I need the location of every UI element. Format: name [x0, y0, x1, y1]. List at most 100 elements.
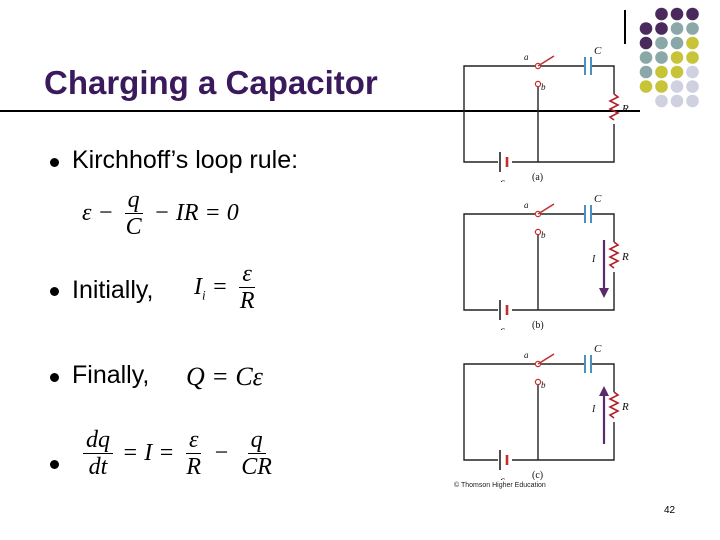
circuit-caption: (a) [532, 172, 543, 182]
decorative-dot [639, 65, 653, 79]
decorative-dot [686, 80, 699, 93]
wire [512, 124, 615, 163]
bullet-dot [50, 460, 59, 469]
decorative-dot [686, 7, 699, 21]
switch-label-a: a [524, 52, 529, 62]
wire [512, 422, 615, 461]
decorative-dot [655, 22, 668, 35]
decorative-dot [655, 65, 668, 79]
decorative-dot [670, 80, 684, 93]
wire [512, 272, 615, 311]
capacitor-label: C [594, 193, 602, 205]
switch-label-a: a [524, 200, 529, 210]
emf-label: ε [500, 473, 505, 480]
circuit-caption: (b) [532, 320, 544, 330]
eq-loop-lhs: ε − [82, 199, 120, 226]
switch-terminal-b [534, 228, 542, 236]
decorative-dot [655, 7, 668, 21]
switch-label-b: b [541, 82, 546, 92]
wire [463, 213, 535, 311]
capacitor-label: C [594, 45, 602, 57]
eq-init-eq: = [205, 273, 234, 300]
circuit-caption: (c) [532, 470, 543, 480]
copyright-notice: © Thomson Higher Education [454, 482, 546, 489]
eq-init-num: ε [239, 261, 255, 289]
resistor [608, 241, 620, 269]
decorative-dot [686, 94, 699, 108]
circuit-diagram-c: Ca bRε (c) I [463, 343, 629, 480]
bullet-loop-rule: Kirchhoff’s loop rule: [72, 146, 299, 174]
decorative-dot [639, 22, 653, 35]
decorative-dot [670, 65, 684, 79]
resistor-label: R [621, 251, 629, 263]
switch-label-b: b [541, 230, 546, 240]
switch-blade [537, 353, 555, 365]
eq-rate-num-1: dq [83, 427, 113, 455]
decorative-dot [686, 51, 699, 64]
current-arrow-head [599, 386, 609, 396]
switch-blade [537, 55, 555, 67]
decorative-dot [655, 80, 668, 93]
current-label: I [591, 254, 596, 265]
eq-loop-num: q [124, 187, 143, 215]
decorative-dot [670, 36, 684, 50]
emf-label: ε [500, 323, 505, 330]
switch-label-b: b [541, 380, 546, 390]
decorative-dot-grid [639, 7, 699, 108]
capacitor-label: C [594, 343, 602, 355]
decorative-dot [670, 7, 684, 21]
eq-loop-den: C [125, 214, 142, 241]
resistor-label: R [621, 103, 629, 115]
decorative-dot [639, 80, 653, 93]
eq-init-lhs: I [194, 273, 202, 300]
decorative-dot [655, 94, 668, 108]
decorative-dot [686, 65, 699, 79]
decorative-dot [686, 36, 699, 50]
wire [592, 213, 615, 242]
bullet-finally: Finally, [72, 361, 150, 389]
wire [592, 65, 615, 94]
eq-rate-minus: − [207, 439, 236, 466]
eq-rate-num-2: ε [185, 427, 202, 455]
eq-rate-mid: = I = [116, 439, 181, 466]
switch-blade [537, 203, 555, 215]
resistor-label: R [621, 401, 629, 413]
decorative-dot [639, 36, 653, 50]
decorative-dot [670, 51, 684, 64]
slide-title: Charging a Capacitor [44, 64, 378, 101]
circuit-diagram-b: Ca bRε (b) I [463, 193, 629, 330]
current-label: I [591, 404, 596, 415]
bullet-dot [50, 287, 59, 296]
bullet-dot [50, 373, 59, 382]
eq-rate-den-3: CR [241, 454, 272, 481]
switch-label-a: a [524, 350, 529, 360]
eq-init-sub: i [202, 287, 206, 303]
bullet-dot [50, 158, 59, 167]
wire [463, 65, 535, 163]
equation-final-charge: Q = Cε [186, 362, 263, 391]
wire [463, 363, 535, 461]
eq-rate-num-3: q [247, 427, 266, 455]
decorative-dot [655, 51, 668, 64]
decorative-dot [686, 22, 699, 35]
decorative-dot [670, 94, 684, 108]
eq-rate-den-2: R [186, 454, 202, 481]
decorative-vertical-rule [624, 10, 626, 44]
decorative-dot [639, 51, 653, 64]
resistor [608, 391, 620, 419]
current-arrow-head [599, 288, 609, 298]
decorative-dot [670, 22, 684, 35]
switch-terminal-b [534, 80, 542, 88]
switch-terminal-b [534, 378, 542, 386]
page-number: 42 [664, 505, 676, 516]
wire [592, 363, 615, 392]
